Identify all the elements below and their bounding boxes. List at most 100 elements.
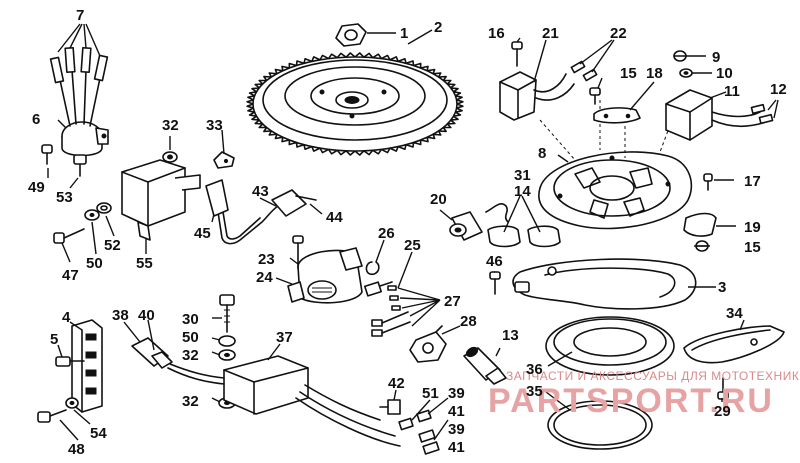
label-18: 18 <box>646 65 663 82</box>
label-17: 17 <box>744 173 761 190</box>
label-23: 23 <box>258 251 275 268</box>
label-5: 5 <box>50 331 58 348</box>
label-31: 31 <box>514 167 531 184</box>
label-30: 30 <box>182 311 199 328</box>
part-terminal-block <box>71 319 103 413</box>
part-stator-plate <box>512 258 697 310</box>
part-bracket-18 <box>593 107 641 124</box>
label-32-top: 32 <box>162 117 179 134</box>
label-52: 52 <box>104 237 121 254</box>
label-4: 4 <box>62 309 71 326</box>
part-coil-11 <box>665 89 767 141</box>
part-grommet-54 <box>65 397 79 409</box>
part-ring-36 <box>545 316 675 376</box>
label-3: 3 <box>718 279 726 296</box>
label-27: 27 <box>444 293 461 310</box>
part-insulators-14 <box>487 225 561 248</box>
label-44: 44 <box>326 209 343 226</box>
part-leads-12 <box>750 103 774 125</box>
label-51: 51 <box>422 385 439 402</box>
label-40: 40 <box>138 307 155 324</box>
leader-lines <box>47 23 779 441</box>
label-50-top: 50 <box>86 255 103 272</box>
part-wire-leads <box>49 46 109 127</box>
part-screw-48 <box>37 409 67 423</box>
part-bracket-34 <box>683 325 785 364</box>
part-screw-23 <box>292 235 304 269</box>
part-clip <box>365 261 380 276</box>
label-13: 13 <box>502 327 519 344</box>
part-washer-10 <box>679 68 693 78</box>
part-sensor-13 <box>463 346 507 385</box>
part-screw-15-top <box>589 87 601 105</box>
part-washer-50-mid <box>218 335 236 347</box>
label-39-bottom: 39 <box>448 421 465 438</box>
part-screw-5 <box>55 356 85 367</box>
label-32-bottom: 32 <box>182 393 199 410</box>
part-screw-17 <box>703 173 713 191</box>
label-32-mid: 32 <box>182 347 199 364</box>
part-labels: 1 2 3 4 5 6 7 8 9 10 11 12 13 14 15 15 1… <box>28 7 787 458</box>
label-39-top: 39 <box>448 385 465 402</box>
part-cable-connector <box>131 337 225 385</box>
part-clamp <box>213 151 235 169</box>
label-19: 19 <box>744 219 761 236</box>
part-flywheel <box>246 52 464 156</box>
part-bolt-47 <box>53 228 85 244</box>
part-wire-clip-42 <box>379 399 401 415</box>
label-26: 26 <box>378 225 395 242</box>
part-spring-31 <box>485 203 509 223</box>
part-ignition-coil <box>121 159 201 241</box>
label-7: 7 <box>76 7 84 24</box>
part-connectors <box>363 281 411 337</box>
part-armature-plate <box>538 100 693 230</box>
part-washer-32-top <box>162 151 178 163</box>
label-50-mid: 50 <box>182 329 199 346</box>
part-bolt-30 <box>219 294 235 333</box>
label-1: 1 <box>400 25 408 42</box>
part-screw-49 <box>41 144 53 165</box>
label-24: 24 <box>256 269 273 286</box>
label-21: 21 <box>542 25 559 42</box>
label-22: 22 <box>610 25 627 42</box>
label-15-top: 15 <box>620 65 637 82</box>
part-screw-9 <box>673 50 687 62</box>
part-washer-32-mid <box>218 349 236 361</box>
label-2: 2 <box>434 19 442 36</box>
label-45: 45 <box>194 225 211 242</box>
part-trigger-assembly <box>287 247 363 304</box>
label-47: 47 <box>62 267 79 284</box>
part-plate-19 <box>683 212 717 237</box>
part-nut <box>335 23 367 47</box>
label-41-top: 41 <box>448 403 465 420</box>
label-28: 28 <box>460 313 477 330</box>
part-screw-53 <box>73 154 87 177</box>
part-connector-plug <box>409 325 447 363</box>
label-38: 38 <box>112 307 129 324</box>
label-8: 8 <box>538 145 546 162</box>
part-power-pack <box>223 355 401 447</box>
label-9: 9 <box>712 49 720 66</box>
part-washer-52 <box>96 202 112 214</box>
label-14: 14 <box>514 183 531 200</box>
label-53: 53 <box>56 189 73 206</box>
part-spark-plug-lead <box>205 179 317 245</box>
label-11: 11 <box>724 83 740 100</box>
label-49: 49 <box>28 179 45 196</box>
part-leads-22 <box>570 60 598 82</box>
part-screw-46 <box>489 271 501 295</box>
label-20: 20 <box>430 191 447 208</box>
part-screw-16 <box>511 41 523 67</box>
label-46: 46 <box>486 253 503 270</box>
label-48: 48 <box>68 441 85 458</box>
part-sensor-module <box>61 121 109 157</box>
label-12: 12 <box>770 81 787 98</box>
label-42: 42 <box>388 375 405 392</box>
label-15-bottom: 15 <box>744 239 761 256</box>
label-10: 10 <box>716 65 733 82</box>
part-ring-35 <box>547 400 653 450</box>
watermark-site: PARTSPORT.RU <box>488 382 774 420</box>
part-screw-29 <box>717 377 729 400</box>
